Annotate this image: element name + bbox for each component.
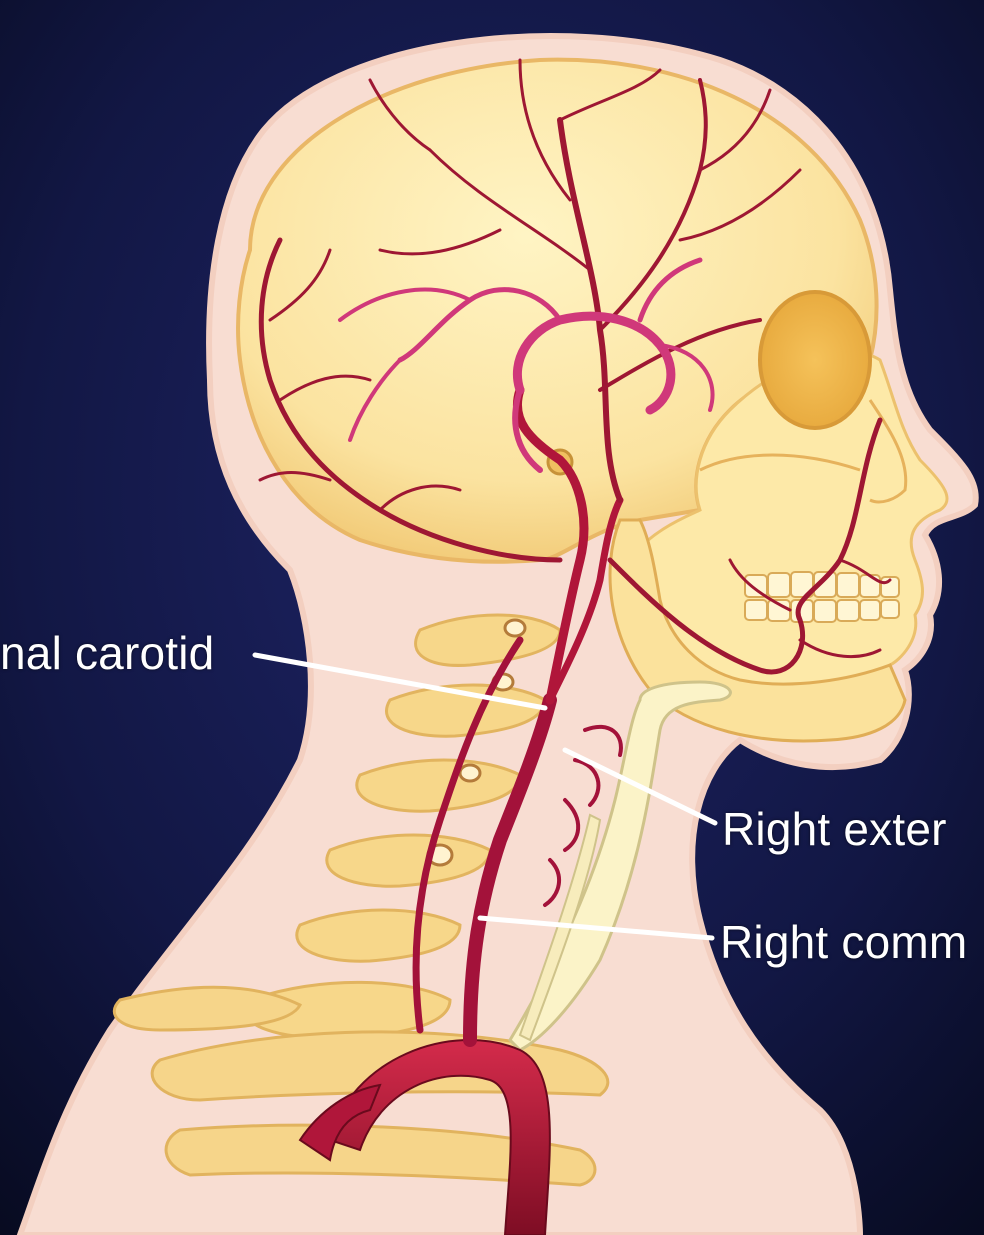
label-right-common-carotid: Right comm (720, 915, 967, 969)
label-internal-carotid: nal carotid (0, 626, 214, 680)
label-right-external-carotid: Right exter (722, 802, 947, 856)
eye-socket (760, 292, 870, 428)
